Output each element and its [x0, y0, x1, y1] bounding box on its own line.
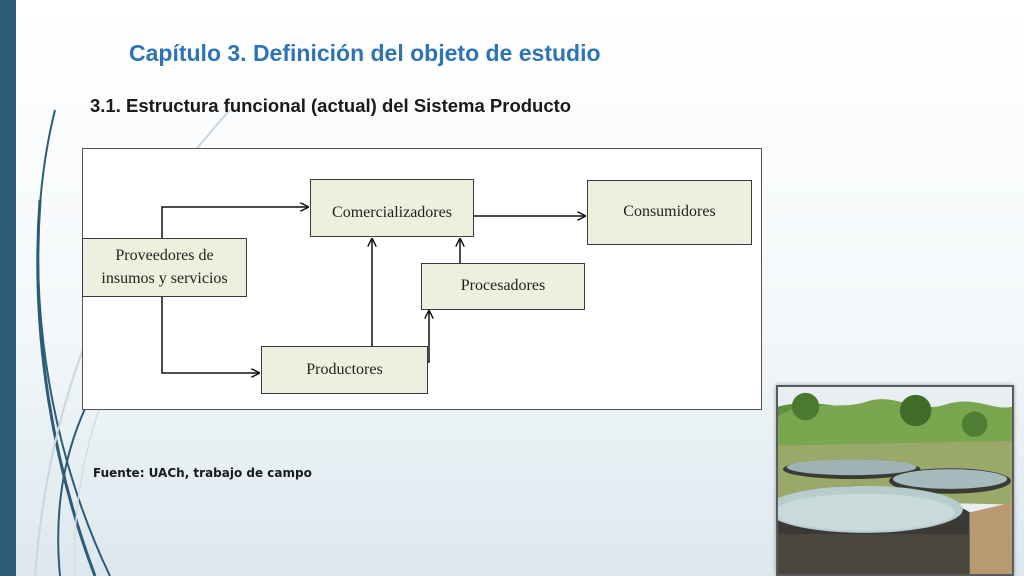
node-comercializadores-label: Comercializadores: [332, 204, 452, 221]
node-productores-label: Productores: [306, 360, 383, 378]
edge-proveedores-productores: [161, 297, 259, 373]
slide-title: Capítulo 3. Definición del objeto de est…: [129, 40, 601, 66]
node-comercializadores: Comercializadores: [310, 179, 474, 237]
slide-subtitle: 3.1. Estructura funcional (actual) del S…: [90, 95, 572, 116]
side-accent-bar: [0, 0, 16, 576]
node-proveedores-label: Proveedores de insumos y servicios: [101, 247, 228, 287]
node-proveedores: Proveedores de insumos y servicios: [82, 238, 247, 297]
node-consumidores: Consumidores: [587, 180, 752, 245]
node-procesadores-label: Procesadores: [460, 277, 546, 295]
source-note: Fuente: UACh, trabajo de campo: [93, 466, 312, 480]
fish-tanks-photo: [776, 385, 1014, 576]
node-productores: Productores: [261, 346, 428, 394]
node-consumidores-label: Consumidores: [623, 203, 716, 221]
edge-proveedores-comercializadores: [161, 207, 308, 238]
node-procesadores: Procesadores: [421, 263, 585, 310]
